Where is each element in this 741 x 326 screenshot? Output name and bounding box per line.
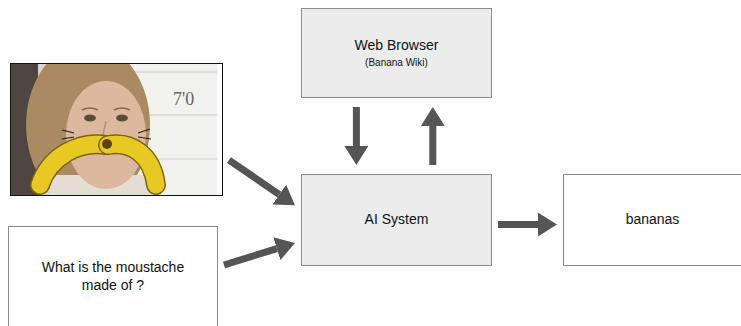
- arrow-connector: [229, 160, 279, 194]
- height-line: [122, 72, 217, 73]
- box-subtitle: (Banana Wiki): [365, 57, 428, 70]
- banana-stem: [102, 139, 112, 149]
- output-text: bananas: [626, 211, 680, 229]
- photo-input: 7'0: [10, 63, 223, 196]
- arrow-connector: [429, 126, 436, 165]
- box-title: Web Browser: [355, 37, 439, 55]
- brow: [114, 108, 130, 110]
- brow: [82, 108, 98, 110]
- question-text: What is the moustache made of ?: [37, 259, 189, 294]
- banana-outline: [108, 144, 156, 185]
- photo-illustration: [10, 63, 217, 196]
- nose: [103, 121, 109, 137]
- question-box: What is the moustache made of ?: [8, 226, 218, 326]
- box-title: AI System: [365, 211, 429, 229]
- hair: [26, 63, 150, 196]
- arrow-connector: [498, 221, 538, 228]
- process-box: AI System: [301, 174, 492, 266]
- wall-marking: 7'0: [173, 88, 194, 111]
- eye: [116, 115, 128, 122]
- tool-box: Web Browser (Banana Wiki): [301, 8, 492, 98]
- banana-outline: [40, 144, 106, 185]
- eye: [84, 115, 96, 122]
- arrow-connector: [224, 249, 277, 265]
- output-box: bananas: [563, 174, 741, 266]
- banana: [108, 144, 156, 185]
- arrow-connector: [353, 107, 360, 146]
- banana: [40, 144, 106, 185]
